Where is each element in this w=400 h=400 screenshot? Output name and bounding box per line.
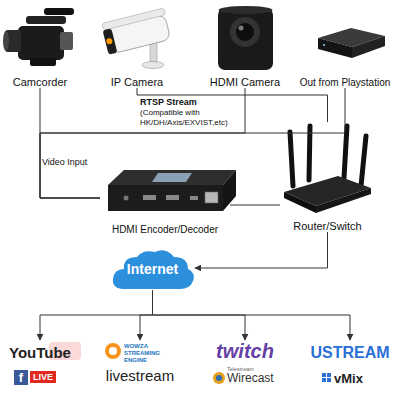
hdmi-camera-lens-ring <box>230 17 260 47</box>
signal-connector <box>230 205 280 206</box>
camcorder-mic <box>44 8 74 15</box>
platform-logo-text: USTREAM <box>310 344 390 362</box>
platform-group: USTREAM vMix <box>310 340 390 398</box>
cloud-label: Internet <box>127 261 178 277</box>
console-front <box>318 38 352 58</box>
wowza-icon-center <box>109 347 117 355</box>
device-label: IP Camera <box>111 76 163 88</box>
platform-logo-text: vMix <box>334 371 363 386</box>
wirecast-icon <box>213 372 225 384</box>
platform-group: twitchTelestreamWirecast <box>205 340 285 398</box>
platform-logo-text: LIVE <box>30 371 56 383</box>
platform-logo-text: twitch <box>205 340 285 363</box>
camcorder-body <box>18 26 64 60</box>
camcorder-lens-front <box>3 31 9 51</box>
console-side <box>352 36 385 58</box>
device-label: HDMI Camera <box>210 76 280 88</box>
encoder-lcd <box>152 173 192 182</box>
encoder-power-port <box>124 196 129 201</box>
hdmi-camera-body <box>218 8 273 70</box>
ip-camera-mount <box>150 42 157 62</box>
encoder-hdmi-port <box>143 195 156 200</box>
platform-logo-text: WOWZA STREAMING ENGINE <box>124 343 178 364</box>
router-front <box>284 192 316 213</box>
router-side <box>316 188 371 213</box>
ip-camera-face <box>103 28 118 54</box>
signal-connector <box>195 232 328 268</box>
camcorder-battery <box>30 58 56 66</box>
camcorder-illustration <box>3 8 74 66</box>
signal-connector <box>40 88 245 198</box>
console-light <box>323 44 325 46</box>
router-antenna <box>309 126 310 180</box>
encoder-usb-port <box>190 196 198 200</box>
device-label: Camcorder <box>13 76 67 88</box>
platform-logo-text: f <box>14 370 28 385</box>
hdmi-camera-top <box>219 6 273 14</box>
encoder-top <box>108 170 236 185</box>
encoder-ethernet-port <box>205 192 218 203</box>
signal-connector <box>40 88 100 198</box>
hdmi-camera-illustration <box>218 6 273 70</box>
device-label: Router/Switch <box>293 220 361 232</box>
signal-connector <box>153 290 351 340</box>
console-illustration <box>318 28 385 58</box>
platform-logo-text: livestream <box>100 367 180 384</box>
platform-group: YouTube fLIVE <box>0 340 80 398</box>
ip-camera-illustration <box>101 8 172 68</box>
router-antenna <box>361 136 366 186</box>
router-antenna <box>344 126 347 178</box>
encoder-node: HDMI Encoder/Decoder <box>100 165 230 235</box>
wirecast-icon-center <box>216 375 222 381</box>
signal-connector <box>40 290 153 340</box>
device-label: HDMI Encoder/Decoder <box>112 224 218 235</box>
camcorder-handle <box>26 16 66 24</box>
compatibility-note: (Compatible with HK/DH/Axis/EXVIST,etc) <box>140 108 252 128</box>
encoder-hdmi-port <box>166 195 179 200</box>
vmix-icon <box>322 373 331 382</box>
device-node: HDMI Camera <box>200 2 290 88</box>
signal-label: Video Input <box>42 157 102 168</box>
connector-label: RTSP Stream <box>140 97 197 107</box>
encoder-front <box>108 185 223 211</box>
signal-connector <box>40 88 345 198</box>
platform-group: WOWZA STREAMING ENGINE livestream <box>100 340 180 398</box>
device-node: Out from Playstation <box>290 2 400 88</box>
ip-camera-shield <box>102 8 166 30</box>
ip-camera-base <box>142 62 164 69</box>
camcorder-screen <box>60 32 73 50</box>
signal-connector <box>140 290 153 340</box>
device-node: IP Camera <box>97 2 177 88</box>
device-node: Camcorder <box>0 2 80 88</box>
ip-camera-led <box>106 38 113 45</box>
router-illustration <box>284 126 371 213</box>
encoder-illustration <box>108 170 236 211</box>
platform-logo-text: YouTube <box>0 344 80 361</box>
cloud-node: Internet <box>110 248 195 290</box>
hdmi-camera-lens <box>236 23 254 41</box>
router-node: Router/Switch <box>280 122 375 232</box>
hdmi-camera-glint <box>239 26 244 31</box>
device-label: Out from Playstation <box>300 77 391 88</box>
cloud-outline <box>113 250 194 289</box>
wowza-icon <box>105 343 121 359</box>
platform-logo-text: Wirecast <box>227 371 274 385</box>
router-antenna <box>290 132 293 186</box>
